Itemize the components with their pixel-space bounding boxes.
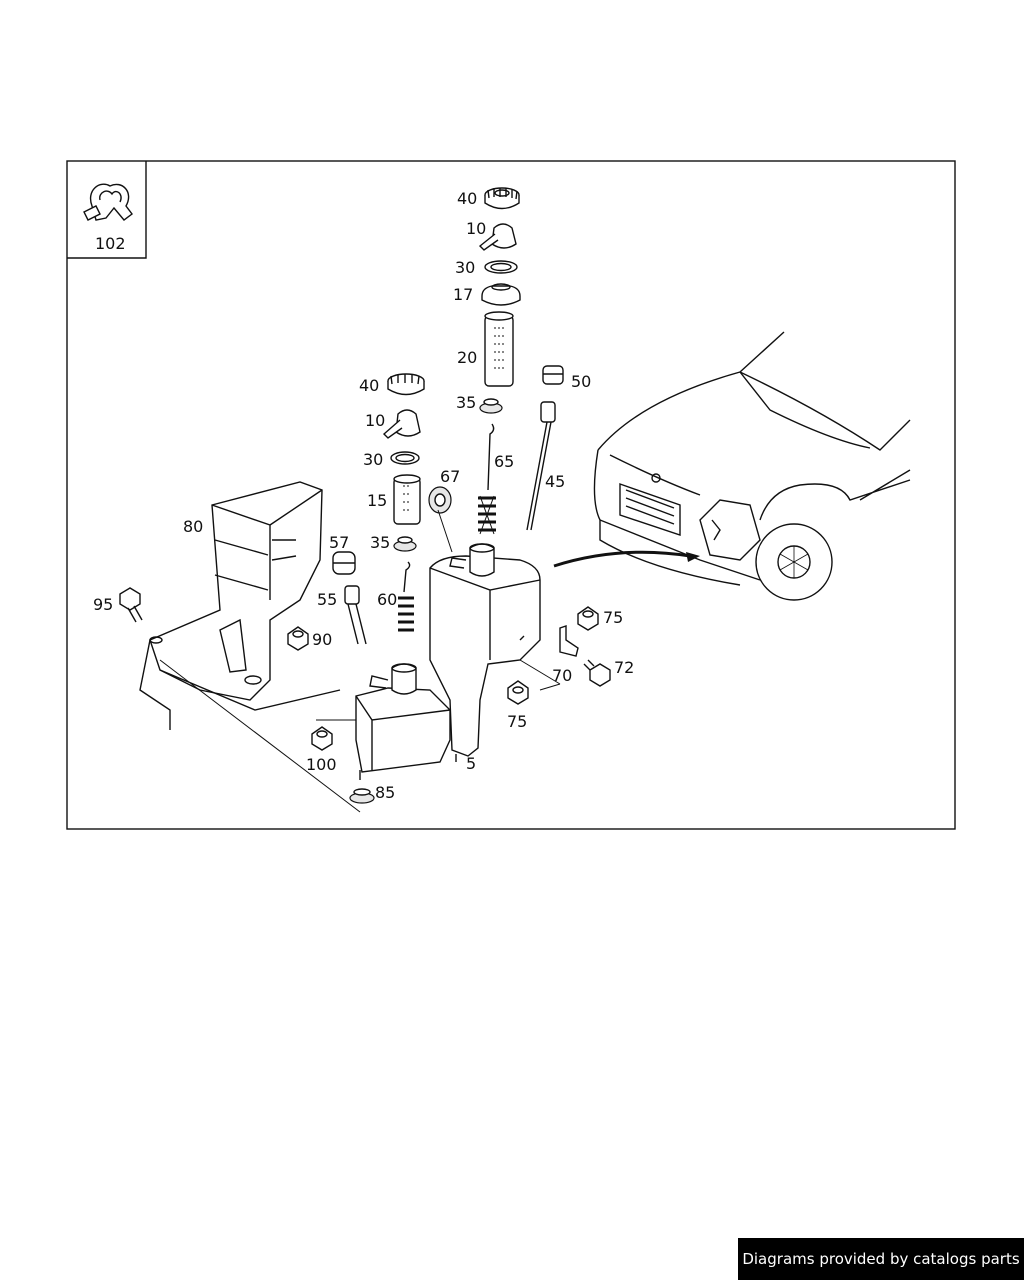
label-10-top: 10 xyxy=(466,219,486,238)
label-45: 45 xyxy=(545,472,565,491)
part-30-ring-left xyxy=(390,451,420,465)
part-85-grommet xyxy=(349,788,375,804)
part-95-bolt xyxy=(119,587,143,623)
label-72: 72 xyxy=(614,658,634,677)
label-55: 55 xyxy=(317,590,337,609)
part-50-cap-small xyxy=(542,365,564,385)
label-30-left: 30 xyxy=(363,450,383,469)
label-90: 90 xyxy=(312,630,332,649)
label-15: 15 xyxy=(367,491,387,510)
part-20-filter-top xyxy=(484,311,514,387)
label-100: 100 xyxy=(306,755,337,774)
part-35-grommet-left xyxy=(393,536,417,552)
part-90-nut xyxy=(287,626,309,651)
part-80-bracket xyxy=(139,481,341,730)
part-5-reservoir xyxy=(429,543,541,762)
label-35-left: 35 xyxy=(370,533,390,552)
leader-line-85 xyxy=(159,659,361,813)
part-10-pump-left xyxy=(382,409,421,439)
label-30-top: 30 xyxy=(455,258,475,277)
hose-clip-icon xyxy=(83,183,133,221)
part-60-spring xyxy=(398,561,414,632)
part-35-grommet-top xyxy=(479,398,503,414)
label-65: 65 xyxy=(494,452,514,471)
label-50: 50 xyxy=(571,372,591,391)
credit-banner: Diagrams provided by catalogs parts xyxy=(738,1238,1024,1280)
part-75-nut-bottom xyxy=(507,680,529,705)
label-20: 20 xyxy=(457,348,477,367)
label-57: 57 xyxy=(329,533,349,552)
part-65-spring xyxy=(478,423,496,535)
part-67-grommet xyxy=(428,486,453,553)
part-55-sensor xyxy=(344,585,367,645)
part-reservoir-lower xyxy=(355,663,451,780)
part-72-bolt xyxy=(583,659,611,687)
label-75-bottom: 75 xyxy=(507,712,527,731)
part-40-cap-top xyxy=(484,187,520,210)
part-75-nut-right xyxy=(577,606,599,631)
label-67: 67 xyxy=(440,467,460,486)
part-57-cap xyxy=(332,551,356,575)
part-70-bracket xyxy=(519,625,579,691)
label-35-top: 35 xyxy=(456,393,476,412)
part-17-seal-top xyxy=(481,283,521,306)
diagram-frame xyxy=(66,160,956,830)
label-40-top: 40 xyxy=(457,189,477,208)
part-45-level-sensor xyxy=(526,401,556,531)
label-60: 60 xyxy=(377,590,397,609)
part-30-ring-top xyxy=(484,260,518,274)
part-100-nut xyxy=(311,726,333,751)
legend-part-number: 102 xyxy=(95,234,126,253)
label-5: 5 xyxy=(466,754,476,773)
label-75-right: 75 xyxy=(603,608,623,627)
label-40-left: 40 xyxy=(359,376,379,395)
label-85: 85 xyxy=(375,783,395,802)
label-95: 95 xyxy=(93,595,113,614)
label-10-left: 10 xyxy=(365,411,385,430)
part-10-pump-top xyxy=(478,223,517,251)
label-80: 80 xyxy=(183,517,203,536)
location-arrow xyxy=(553,550,691,568)
legend-box: 102 xyxy=(67,161,147,259)
vehicle-front-view xyxy=(553,331,911,601)
part-15-filter-left xyxy=(393,474,421,525)
part-40-cap-left xyxy=(387,373,425,396)
label-17: 17 xyxy=(453,285,473,304)
label-70: 70 xyxy=(552,666,572,685)
